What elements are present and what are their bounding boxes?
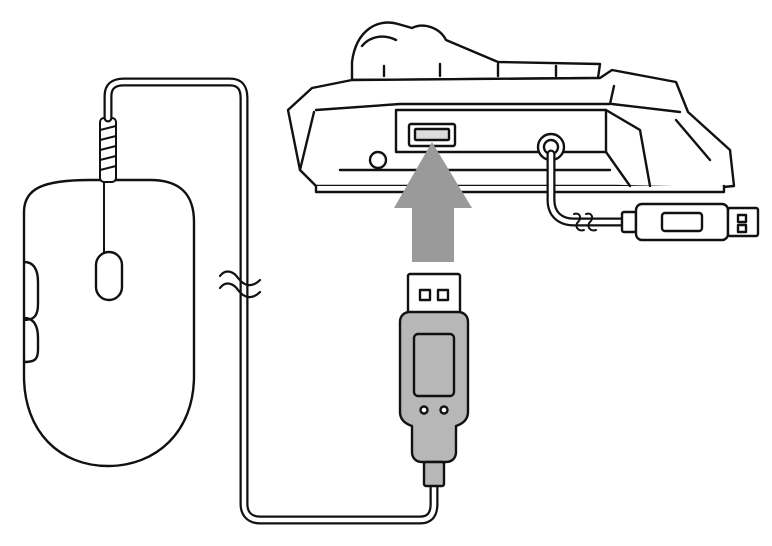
usb-port-icon bbox=[407, 122, 457, 148]
mouse-icon bbox=[22, 178, 196, 468]
keyboard-usb-plug-icon bbox=[620, 202, 760, 242]
mouse-cable bbox=[103, 77, 439, 525]
up-arrow-icon bbox=[394, 142, 472, 262]
mouse-cable-strain-relief bbox=[99, 117, 117, 183]
keyboard-cable bbox=[546, 149, 633, 232]
usb-a-plug-icon bbox=[398, 272, 470, 488]
keyboard-side-icon bbox=[286, 21, 736, 194]
